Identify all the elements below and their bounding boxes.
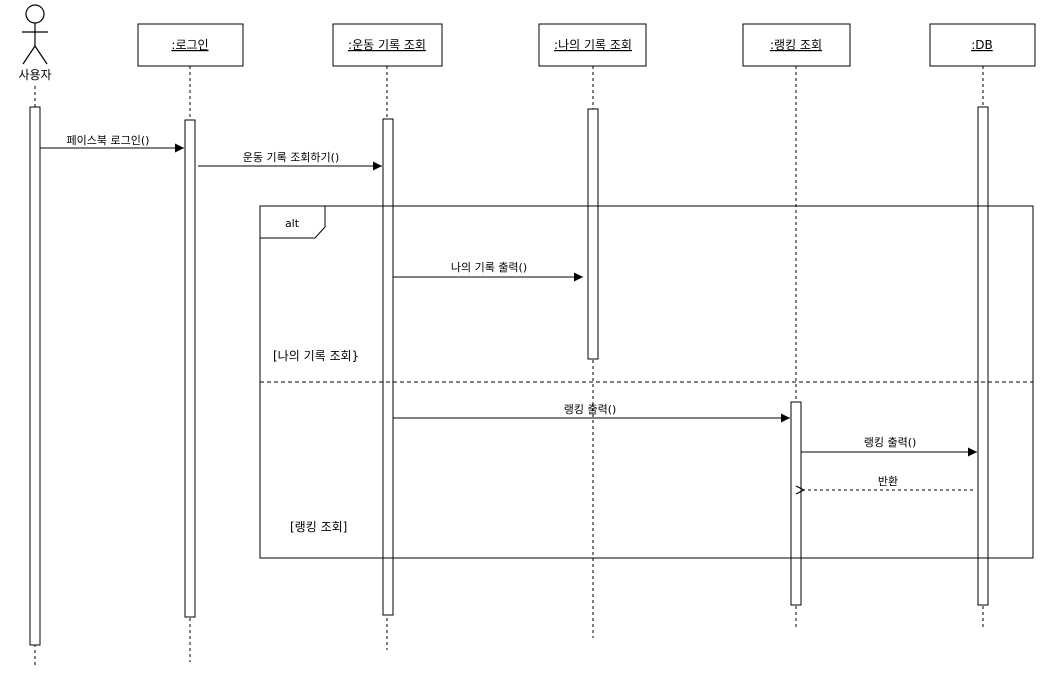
actor-user[interactable]: 사용자: [18, 4, 52, 82]
activation-exercise: [382, 118, 394, 616]
message-3[interactable]: 나의 기록 출력(): [393, 261, 583, 282]
lifeline-db[interactable]: :DB: [929, 23, 1036, 67]
message-6-return[interactable]: 반환: [804, 475, 973, 490]
lifeline-myrecord-label: :나의 기록 조회: [554, 38, 632, 52]
lifeline-myrecord[interactable]: :나의 기록 조회: [538, 23, 647, 67]
alt-fragment[interactable]: alt [나의 기록 조회} [랭킹 조회]: [259, 205, 1034, 559]
message-5[interactable]: 랭킹 출력(): [801, 436, 977, 457]
alt-guard-2: [랭킹 조회]: [290, 520, 347, 534]
message-5-label: 랭킹 출력(): [864, 436, 917, 449]
message-1[interactable]: 페이스북 로그인(): [40, 134, 184, 153]
message-1-label: 페이스북 로그인(): [67, 134, 150, 147]
lifeline-ranking-label: :랭킹 조회: [770, 38, 822, 52]
lifeline-login[interactable]: :로그인: [137, 23, 244, 67]
message-4-label: 랭킹 출력(): [564, 403, 617, 416]
alt-operator-label: alt: [285, 217, 300, 230]
message-6-label: 반환: [878, 475, 898, 488]
activation-ranking: [790, 401, 802, 606]
alt-operator-tab: [259, 205, 326, 239]
lifeline-ranking[interactable]: :랭킹 조회: [742, 23, 851, 67]
alt-guard-1: [나의 기록 조회}: [273, 349, 359, 363]
message-4[interactable]: 랭킹 출력(): [393, 403, 790, 423]
activation-db: [977, 106, 989, 606]
actor-label: 사용자: [18, 68, 51, 82]
lifeline-db-label: :DB: [971, 38, 993, 52]
activation-actor: [29, 106, 41, 646]
message-2[interactable]: 운동 기록 조회하기(): [198, 150, 382, 171]
stick-figure-icon: [22, 4, 48, 65]
activation-myrecord: [587, 108, 599, 360]
lifeline-exercise-label: :운동 기록 조회: [348, 38, 426, 52]
message-3-label: 나의 기록 출력(): [451, 261, 527, 274]
lifeline-login-label: :로그인: [171, 38, 208, 52]
lifeline-exercise[interactable]: :운동 기록 조회: [332, 23, 443, 67]
message-2-label: 운동 기록 조회하기(): [243, 150, 340, 164]
activation-login: [184, 119, 196, 618]
